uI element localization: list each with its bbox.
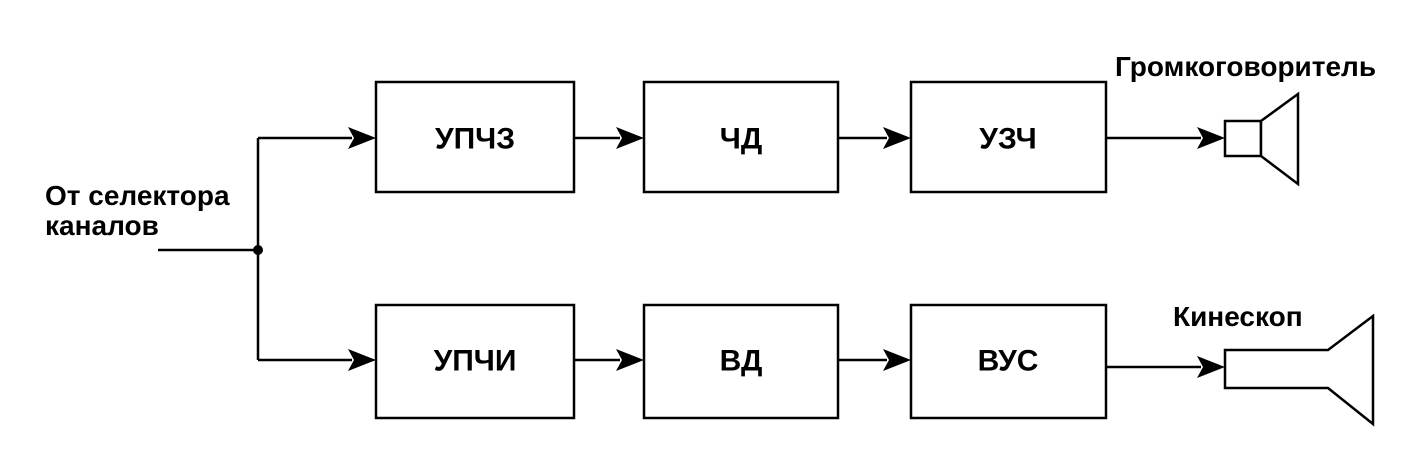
arrow-to-kinescope — [1197, 356, 1225, 378]
block-uzch-label: УЗЧ — [979, 123, 1036, 156]
crt-tube-icon — [1223, 313, 1375, 427]
arrow-to-upchz — [348, 127, 376, 149]
loudspeaker-icon — [1223, 91, 1300, 187]
arrow-to-speaker — [1197, 127, 1225, 149]
speaker-label: Громкоговоритель — [1115, 51, 1376, 82]
kinescope-label: Кинескоп — [1173, 301, 1303, 332]
block-upchi-label: УПЧИ — [434, 345, 517, 378]
block-upchz-label: УПЧЗ — [435, 123, 515, 156]
block-chd-label: ЧД — [720, 123, 762, 156]
arrow-to-upchi — [348, 349, 376, 371]
block-chd: ЧД — [642, 80, 840, 194]
input-label-line2: каналов — [45, 210, 159, 241]
arrow-to-chd — [616, 127, 644, 149]
block-upchi: УПЧИ — [374, 303, 576, 420]
block-uzch: УЗЧ — [909, 80, 1108, 194]
arrow-to-vus — [883, 349, 911, 371]
arrow-to-uzch — [883, 127, 911, 149]
block-vus-label: ВУС — [978, 345, 1039, 378]
block-vd-label: ВД — [720, 345, 763, 378]
arrow-to-vd — [616, 349, 644, 371]
block-upchz: УПЧЗ — [374, 80, 576, 194]
block-vd: ВД — [642, 303, 840, 420]
input-label-line1: От селектора — [45, 180, 230, 211]
block-vus: ВУС — [909, 303, 1108, 420]
